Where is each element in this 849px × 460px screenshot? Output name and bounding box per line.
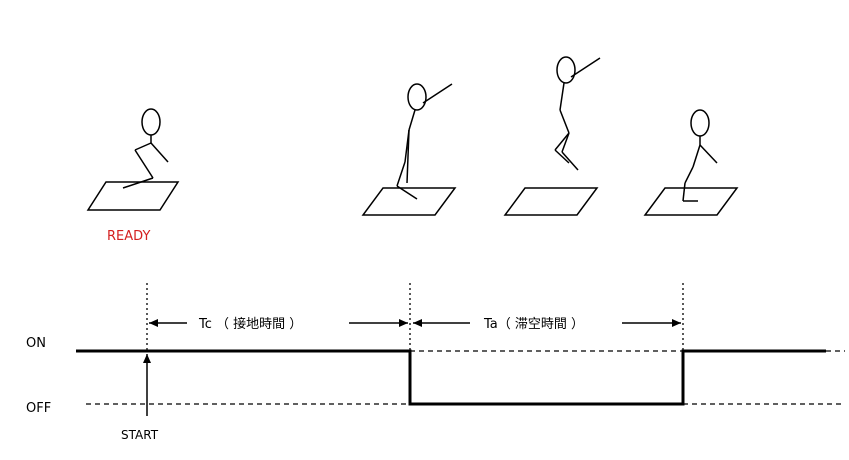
head-takeoff [407,83,427,111]
contact-mat-takeoff [361,187,457,216]
reference-lines [86,350,845,405]
ta-label: Ta（ 滞空時間 ） [484,317,585,332]
contact-mat-ready [86,181,180,211]
head-ready [141,108,161,136]
start-label: START [121,428,159,442]
head-flight [556,56,576,84]
contact-mat-landing [643,187,739,216]
figure-ready [86,108,180,211]
figure-takeoff [361,83,457,216]
contact-signal-waveform [76,349,826,406]
figure-flight [503,56,601,216]
ready-label: READY [107,229,151,244]
on-label: ON [26,336,46,351]
event-markers [146,283,684,350]
off-label: OFF [26,401,52,416]
tc-label: Tc （ 接地時間 ） [199,317,303,332]
figure-landing [643,109,739,216]
head-landing [690,109,710,137]
contact-mat-flight [503,187,599,216]
